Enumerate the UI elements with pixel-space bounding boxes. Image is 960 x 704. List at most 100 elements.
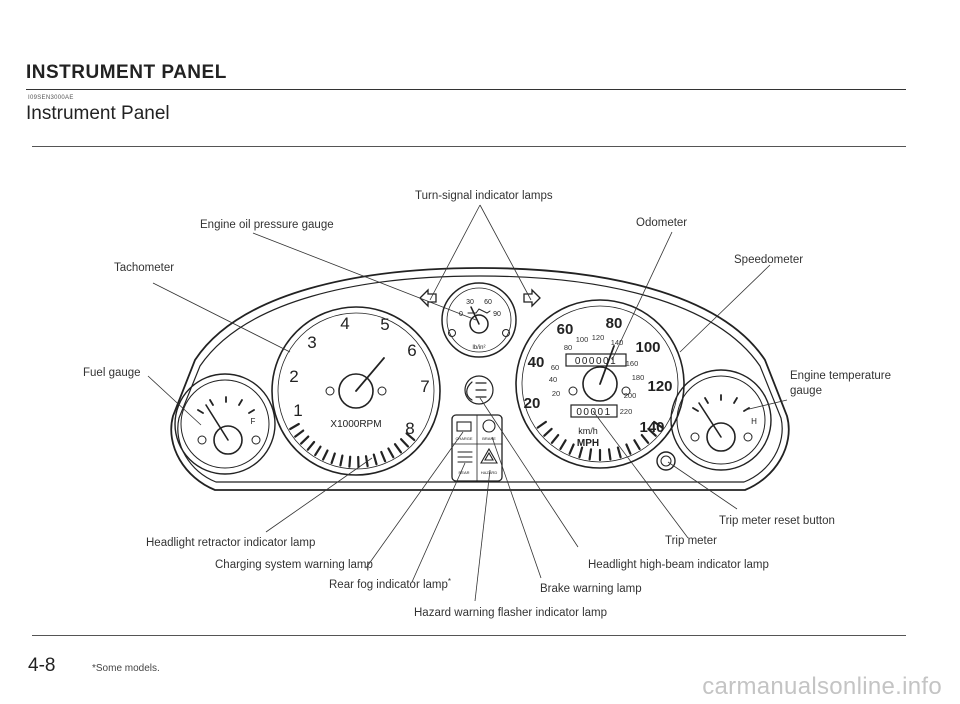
- label-engine-temp-1: Engine temperature: [790, 370, 891, 382]
- figure-frame: [32, 146, 906, 636]
- kmh-number-20: 20: [552, 389, 560, 398]
- oil-gauge-needle: [470, 306, 480, 325]
- speedometer-needle: [599, 345, 615, 385]
- speed-tick: [559, 439, 567, 450]
- cluster-housing-outline: [170, 267, 790, 491]
- oil-number-60: 60: [484, 299, 492, 306]
- kmh-number-180: 180: [632, 373, 645, 382]
- kmh-number-140: 140: [611, 338, 624, 347]
- tach-tick: [348, 455, 352, 468]
- label-rear-fog: Rear fog indicator lamp*: [329, 577, 451, 591]
- brake-lamp-caption: BRAKE: [482, 436, 496, 441]
- kmh-number-100: 100: [576, 335, 589, 344]
- page-number: 4-8: [28, 655, 56, 676]
- right-turn-arrow: [523, 288, 541, 308]
- trip-meter-digits: 00001: [576, 407, 611, 418]
- mph-number-40: 40: [528, 354, 545, 371]
- hazard-lamp-caption: HAZARD: [481, 470, 498, 475]
- hazard-lamp-icon: [480, 447, 498, 464]
- section-title: INSTRUMENT PANEL: [26, 62, 227, 83]
- speedometer-dial: [515, 299, 685, 469]
- speed-unit-kmh: km/h: [578, 426, 598, 436]
- fuel-gauge-hub: [213, 425, 243, 455]
- speed-tick: [647, 427, 657, 437]
- tachometer-dial: [271, 306, 441, 476]
- left-turn-arrow: [419, 288, 437, 308]
- temp-gauge-hub: [706, 422, 736, 452]
- label-high-beam: Headlight high-beam indicator lamp: [588, 559, 769, 571]
- label-headlight-retractor: Headlight retractor indicator lamp: [146, 537, 315, 549]
- tach-tick: [294, 429, 305, 438]
- oil-gauge-hub: [469, 314, 489, 334]
- tach-number-5: 5: [380, 315, 389, 334]
- label-turn-signal: Turn-signal indicator lamps: [415, 190, 553, 202]
- label-brake: Brake warning lamp: [540, 583, 642, 595]
- odometer-window: [565, 353, 627, 367]
- tachometer-hub: [338, 373, 374, 409]
- speed-tick: [588, 448, 593, 461]
- speed-tick: [652, 420, 664, 429]
- label-hazard: Hazard warning flasher indicator lamp: [414, 607, 607, 619]
- fuel-gauge-needle: [205, 404, 229, 441]
- kmh-number-120: 120: [592, 333, 605, 342]
- temp-gauge-needle: [698, 402, 722, 438]
- tach-tick: [380, 450, 387, 463]
- label-speedometer: Speedometer: [734, 254, 803, 266]
- tach-tick: [387, 447, 395, 459]
- tach-number-6: 6: [407, 341, 416, 360]
- watermark: carmanualsonline.info: [702, 673, 942, 700]
- tach-tick: [400, 438, 410, 448]
- tach-tick: [339, 454, 344, 467]
- tach-number-8: 8: [405, 419, 414, 438]
- tach-tick: [289, 422, 300, 431]
- oil-number-0: 0: [459, 311, 463, 318]
- speed-tick: [543, 427, 553, 437]
- tach-unit-label: X1000RPM: [330, 419, 381, 430]
- label-odometer: Odometer: [636, 217, 687, 229]
- oil-number-90: 90: [493, 311, 501, 318]
- mph-number-100: 100: [635, 339, 660, 356]
- page-title: Instrument Panel: [26, 103, 170, 124]
- footnote: *Some models.: [92, 663, 160, 674]
- speed-tick: [633, 439, 641, 450]
- tach-number-2: 2: [289, 367, 298, 386]
- oil-unit-label: lb/in²: [472, 345, 485, 351]
- tach-tick: [393, 443, 402, 454]
- fuel-gauge-pod: [174, 373, 276, 475]
- speed-tick: [550, 434, 560, 444]
- fuel-full-mark: F: [251, 417, 256, 426]
- kmh-number-200: 200: [624, 391, 637, 400]
- cluster-housing-inner: [177, 275, 783, 483]
- tachometer-needle: [355, 357, 385, 392]
- kmh-number-220: 220: [620, 407, 633, 416]
- mph-number-60: 60: [557, 321, 574, 338]
- label-engine-temp-2: gauge: [790, 385, 822, 397]
- label-fuel-gauge: Fuel gauge: [83, 367, 141, 379]
- tach-number-4: 4: [340, 314, 349, 333]
- speed-tick: [625, 443, 632, 455]
- mph-number-20: 20: [524, 395, 541, 412]
- tach-tick: [306, 440, 316, 451]
- oil-gauge-dial: [441, 282, 517, 358]
- speed-tick: [616, 446, 622, 459]
- tach-tick: [322, 449, 329, 461]
- rear-fog-lamp-icon: [457, 451, 473, 463]
- label-trip-reset: Trip meter reset button: [719, 515, 835, 527]
- rear-lamp-caption: REAR: [458, 470, 469, 475]
- tach-number-1: 1: [293, 401, 302, 420]
- kmh-number-60: 60: [551, 363, 559, 372]
- label-tachometer: Tachometer: [114, 262, 174, 274]
- speed-tick: [536, 420, 548, 429]
- label-engine-oil: Engine oil pressure gauge: [200, 219, 334, 231]
- tach-tick: [372, 453, 378, 466]
- brake-lamp-icon: [482, 419, 496, 433]
- tach-tick: [300, 435, 310, 445]
- speed-tick: [607, 448, 612, 461]
- trip-meter-window: [570, 404, 618, 418]
- document-code: I09SEN3000AE: [28, 95, 74, 101]
- leader-lines: [147, 204, 788, 602]
- kmh-number-160: 160: [626, 359, 639, 368]
- speed-tick: [640, 434, 650, 444]
- tach-tick: [314, 445, 322, 457]
